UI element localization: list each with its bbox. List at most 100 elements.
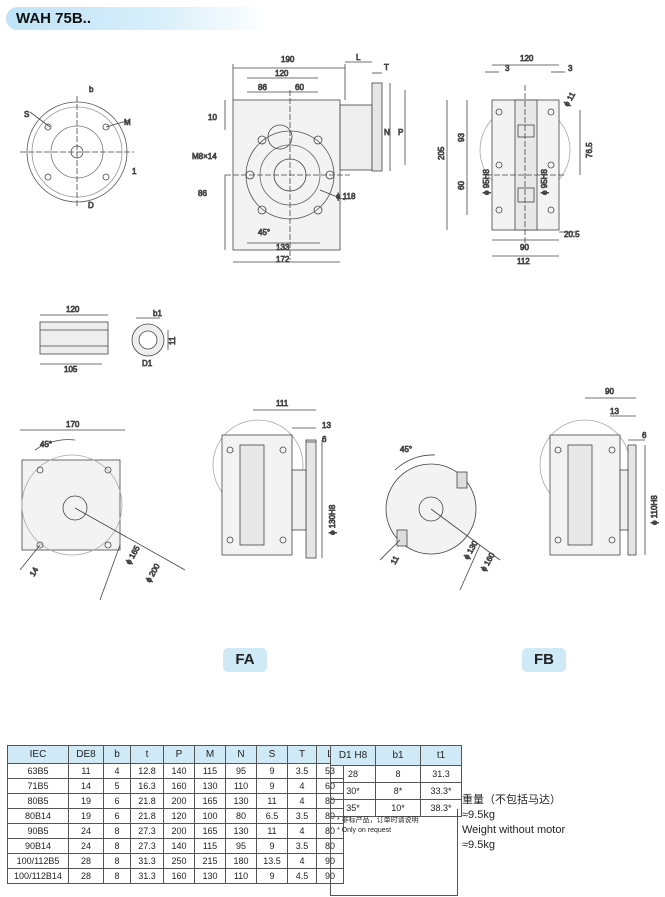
- table-cell: 27.3: [130, 838, 164, 854]
- table-cell: 250: [163, 853, 195, 869]
- table-cell: 130: [194, 868, 226, 884]
- table-cell: 80: [225, 808, 257, 824]
- flange-m-label: M: [124, 118, 131, 127]
- table-cell: 165: [194, 793, 226, 809]
- dim-190: 190: [281, 55, 295, 64]
- table-cell: 11: [68, 763, 104, 779]
- fa-side-dim-6: 6: [322, 435, 327, 444]
- dim-n: N: [384, 128, 390, 137]
- fb-side-dim-6: 6: [642, 431, 647, 440]
- note-cn: * 非标产品，订单时请说明: [337, 817, 419, 824]
- motor-flange-view: b S M D 1: [20, 85, 137, 210]
- table-cell: 4: [103, 763, 131, 779]
- gearbox-front-view: 190 L T 120 86 60 N P 10 M8×14 86 ϕ 118 …: [192, 53, 406, 264]
- table-cell: 180: [225, 853, 257, 869]
- hollow-shaft-view: 120 105 b1 11 D1: [39, 305, 177, 374]
- side_table-cell: 10*: [375, 799, 421, 817]
- table-cell: 130: [225, 793, 257, 809]
- title-banner: WAH 75B..: [6, 7, 268, 30]
- flange-s-label: S: [24, 110, 29, 119]
- table-row: 35*10*38.3*: [330, 799, 462, 817]
- side-dim-205: 205: [437, 146, 446, 160]
- table-cell: 140: [163, 838, 195, 854]
- table-cell: 115: [194, 763, 226, 779]
- side_table-cell: 33.3*: [420, 782, 462, 800]
- side_table-header-cell: b1: [375, 745, 421, 766]
- table-cell: 110: [225, 778, 257, 794]
- table-cell: 28: [68, 868, 104, 884]
- table-cell: 8: [103, 823, 131, 839]
- dim-133: 133: [276, 243, 290, 252]
- weight-en-value: ≈9.5kg: [462, 839, 495, 851]
- table-cell: 6: [103, 808, 131, 824]
- table-cell: 90B14: [7, 838, 69, 854]
- dim-45: 45°: [258, 228, 270, 237]
- table-header-cell: T: [287, 745, 317, 764]
- fb-side-view: 90 13 6 ϕ 110H8: [539, 387, 659, 556]
- table-cell: 4.5: [287, 868, 317, 884]
- table-cell: 115: [194, 838, 226, 854]
- table-cell: 12.8: [130, 763, 164, 779]
- shaft-dim-d1: D1: [142, 359, 153, 368]
- table-row: 30*8*33.3*: [330, 782, 462, 800]
- fb-view-tag: FB: [522, 648, 566, 672]
- table-cell: 4: [287, 823, 317, 839]
- fa-flange-view: 170 45° ϕ 165 ϕ 200 14: [19, 420, 186, 601]
- table-cell: 160: [163, 868, 195, 884]
- fa-dim-45: 45°: [40, 440, 52, 449]
- fb-side-dim-13: 13: [610, 407, 619, 416]
- table-header-cell: b: [103, 745, 131, 764]
- table-cell: 71B5: [7, 778, 69, 794]
- dim-d118: ϕ 118: [336, 192, 356, 201]
- table-cell: 165: [194, 823, 226, 839]
- dimension-table: IECDE8btPMNSTL 63B511412.81401159593.553…: [7, 745, 344, 884]
- flange-t-label: 1: [132, 167, 137, 176]
- side-dim-120: 120: [520, 54, 534, 63]
- fb-flange-view: 45° ϕ 130 ϕ 160 11: [379, 445, 501, 591]
- table-cell: 215: [194, 853, 226, 869]
- table-header-cell: M: [194, 745, 226, 764]
- side_table-header-cell: D1 H8: [330, 745, 376, 766]
- table-cell: 9: [256, 763, 288, 779]
- fb-dim-d130: ϕ 130: [462, 539, 480, 561]
- table-cell: 95: [225, 838, 257, 854]
- shaft-dim-105: 105: [64, 365, 78, 374]
- side_table-cell: 8: [375, 765, 421, 783]
- weight-cn-value: ≈9.5kg: [462, 809, 495, 821]
- table-cell: 4: [287, 853, 317, 869]
- table-cell: 200: [163, 823, 195, 839]
- table-cell: 140: [163, 763, 195, 779]
- dim-p: P: [398, 128, 403, 137]
- table-cell: 3.5: [287, 838, 317, 854]
- dim-h86: 86: [198, 189, 207, 198]
- table-cell: 14: [68, 778, 104, 794]
- notes-box: * 非标产品，订单时请说明 * Only on request: [330, 809, 458, 896]
- table-cell: 11: [256, 823, 288, 839]
- page-title: WAH 75B..: [16, 10, 92, 27]
- table-cell: 8: [103, 853, 131, 869]
- table-cell: 9: [256, 868, 288, 884]
- side_table-cell: 28: [330, 765, 376, 783]
- technical-drawing: b S M D 1 190 L T 120 86 60 N: [19, 53, 659, 601]
- table-cell: 8: [103, 868, 131, 884]
- side-dim-d95a: ϕ 95H8: [482, 169, 491, 195]
- fb-dim-45: 45°: [400, 445, 412, 454]
- table-cell: 9: [256, 778, 288, 794]
- table-cell: 4: [287, 778, 317, 794]
- table-header-cell: P: [163, 745, 195, 764]
- table-cell: 130: [225, 823, 257, 839]
- table-cell: 100/112B5: [7, 853, 69, 869]
- table-cell: 100: [194, 808, 226, 824]
- table-cell: 6: [103, 793, 131, 809]
- fa-side-view: 111 13 6 ϕ 130H8: [212, 399, 337, 559]
- side_table-cell: 31.3: [420, 765, 462, 783]
- table-cell: 110: [225, 868, 257, 884]
- table-cell: 27.3: [130, 823, 164, 839]
- table-cell: 24: [68, 838, 104, 854]
